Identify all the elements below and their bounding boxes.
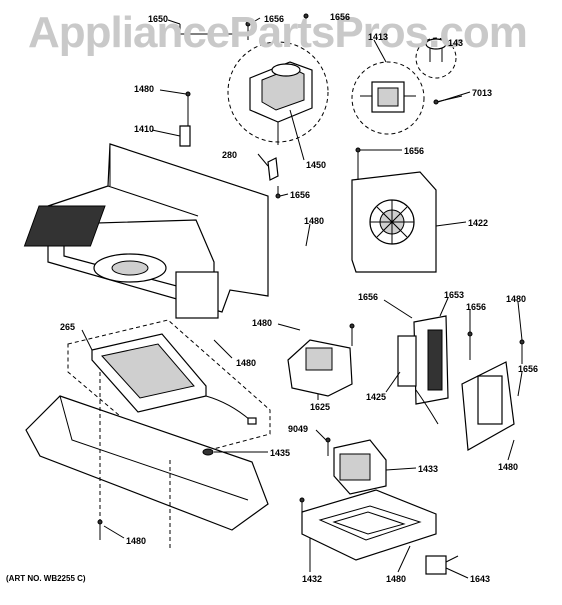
label-1656-b: 1656: [330, 12, 351, 22]
fan-motor-assembly: [227, 41, 329, 145]
label-280: 280: [222, 150, 238, 160]
label-265: 265: [60, 322, 76, 332]
label-1450: 1450: [306, 160, 327, 170]
label-1413: 1413: [368, 32, 389, 42]
label-1656-c: 1656: [290, 190, 311, 200]
magnetron-assembly: [351, 61, 425, 135]
label-1480-h: 1480: [386, 574, 407, 584]
label-1656-f: 1656: [466, 302, 487, 312]
label-1432: 1432: [302, 574, 323, 584]
vent-assembly: [67, 319, 271, 461]
label-1656-a: 1656: [264, 14, 285, 24]
part-1643: [425, 555, 459, 575]
label-1410: 1410: [134, 124, 155, 134]
label-1656-d: 1656: [404, 146, 425, 156]
microwave-cavity: [23, 143, 269, 319]
label-1480-g: 1480: [252, 318, 273, 328]
label-1625: 1625: [310, 402, 331, 412]
label-1650: 1650: [148, 14, 169, 24]
bottom-plate: [25, 372, 269, 548]
label-1480-b: 1480: [304, 216, 325, 226]
label-1433: 1433: [418, 464, 439, 474]
label-1480-a: 1480: [134, 84, 155, 94]
watermark: AppliancePartsPros.com: [28, 8, 528, 57]
label-1656-e: 1656: [358, 292, 379, 302]
bracket-1410: [179, 91, 191, 147]
motor-1625: [287, 323, 355, 397]
label-1643: 1643: [470, 574, 491, 584]
transformer-1433: [325, 437, 387, 495]
blower-housing: [351, 147, 437, 273]
label-1656-g: 1656: [518, 364, 539, 374]
label-7013: 7013: [472, 88, 493, 98]
thermal-cutout: [415, 37, 457, 79]
base-plate-1432: [299, 489, 437, 561]
label-1480-d: 1480: [126, 536, 147, 546]
control-panel-1653: [397, 315, 449, 425]
label-143: 143: [448, 38, 464, 48]
label-1422: 1422: [468, 218, 489, 228]
leader-lines: [81, 17, 523, 579]
label-1480-c: 1480: [236, 358, 257, 368]
label-1653: 1653: [444, 290, 465, 300]
art-number: (ART NO. WB2255 C): [6, 574, 86, 583]
door-panel: [461, 331, 525, 451]
label-1480-f: 1480: [498, 462, 519, 472]
label-1425: 1425: [366, 392, 387, 402]
label-1480-e: 1480: [506, 294, 527, 304]
part-280: [267, 157, 279, 181]
label-9049: 9049: [288, 424, 309, 434]
label-1435: 1435: [270, 448, 291, 458]
